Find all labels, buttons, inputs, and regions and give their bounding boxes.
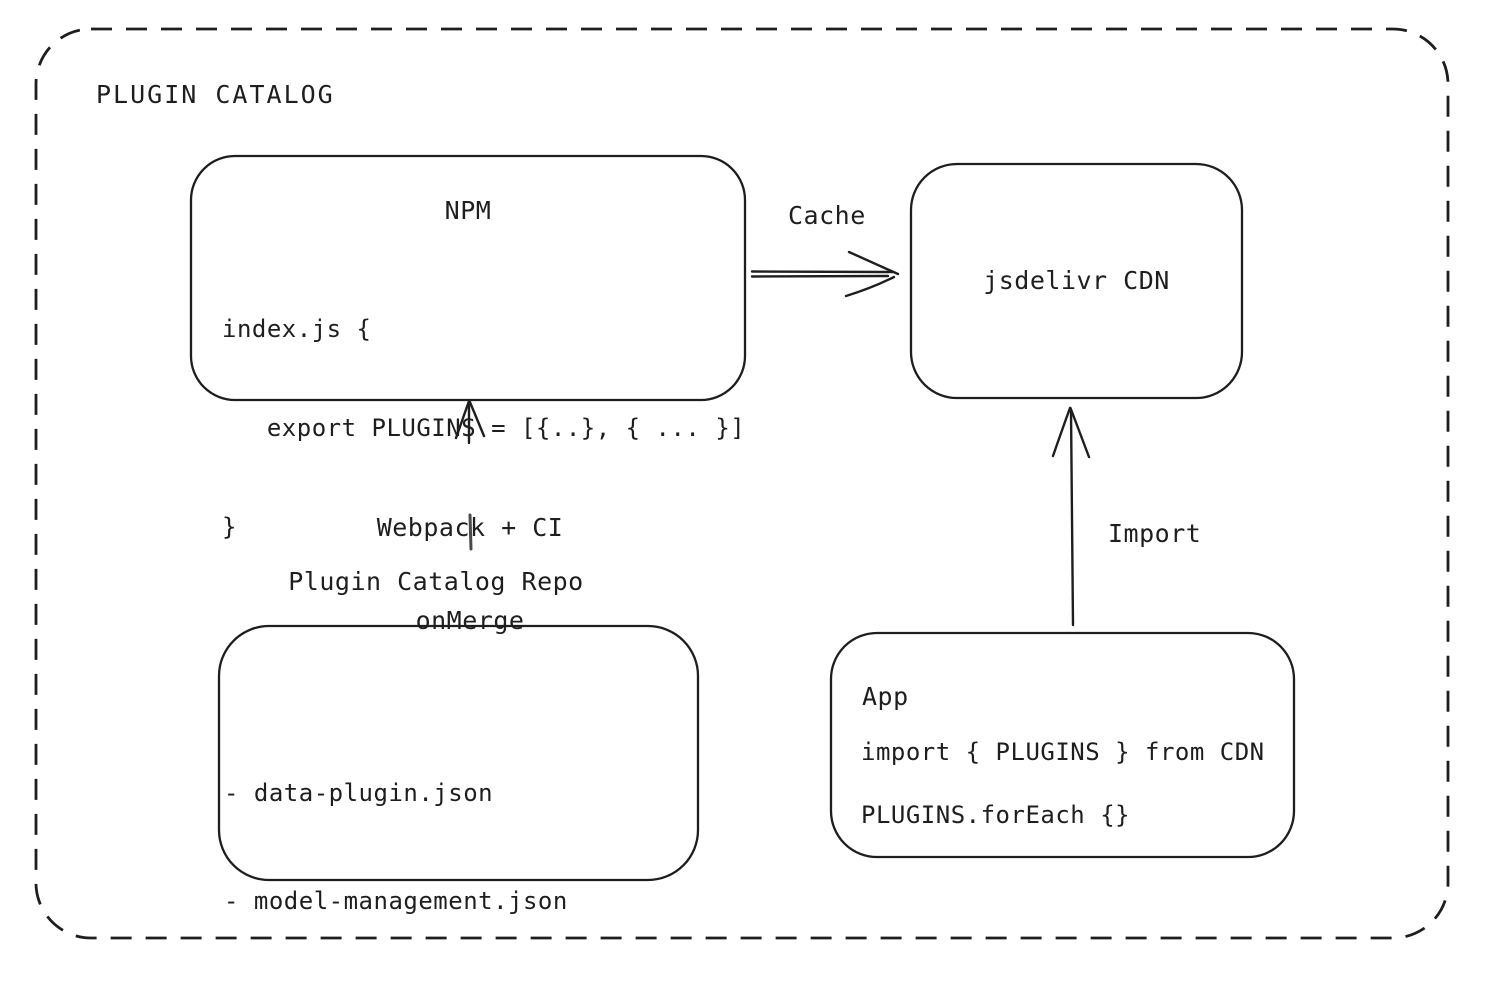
app-box (829, 631, 1296, 859)
npm-code-block: index.js { export PLUGINS = [{..}, { ...… (222, 247, 745, 610)
repo-file-list: - data-plugin.json - model-management.js… (224, 703, 568, 1002)
repo-file-item: - model-management.json (224, 887, 568, 915)
diagram-title: PLUGIN CATALOG (96, 80, 335, 109)
repo-file-item: ... (224, 991, 568, 1002)
build-connector-line (468, 513, 473, 551)
npm-code-line: } (222, 513, 237, 541)
npm-code-line: index.js { (222, 315, 372, 343)
import-edge-label: Import (1108, 519, 1202, 548)
cdn-box (909, 162, 1244, 400)
cdn-label: jsdelivr CDN (983, 266, 1170, 295)
npm-title: NPM (444, 196, 492, 225)
repo-file-item: - data-plugin.json (224, 779, 494, 807)
npm-box (189, 154, 747, 402)
cache-edge-label: Cache (788, 201, 866, 230)
build-arrow (454, 399, 486, 445)
repo-box (217, 624, 700, 882)
cache-arrow (750, 250, 900, 298)
app-code-line: PLUGINS.forEach {} (861, 801, 1131, 829)
npm-code-line: export PLUGINS = [{..}, { ... }] (222, 414, 746, 442)
app-title: App (862, 682, 909, 711)
repo-label: Plugin Catalog Repo (288, 567, 584, 596)
build-edge-label-line1: Webpack + CI (376, 513, 564, 542)
build-edge-label-line2: onMerge (415, 606, 525, 635)
plugin-catalog-boundary (34, 27, 1450, 940)
app-code-line: import { PLUGINS } from CDN (861, 738, 1265, 766)
build-edge-label: Webpack + CI onMerge (336, 450, 604, 698)
import-arrow (1051, 406, 1091, 627)
